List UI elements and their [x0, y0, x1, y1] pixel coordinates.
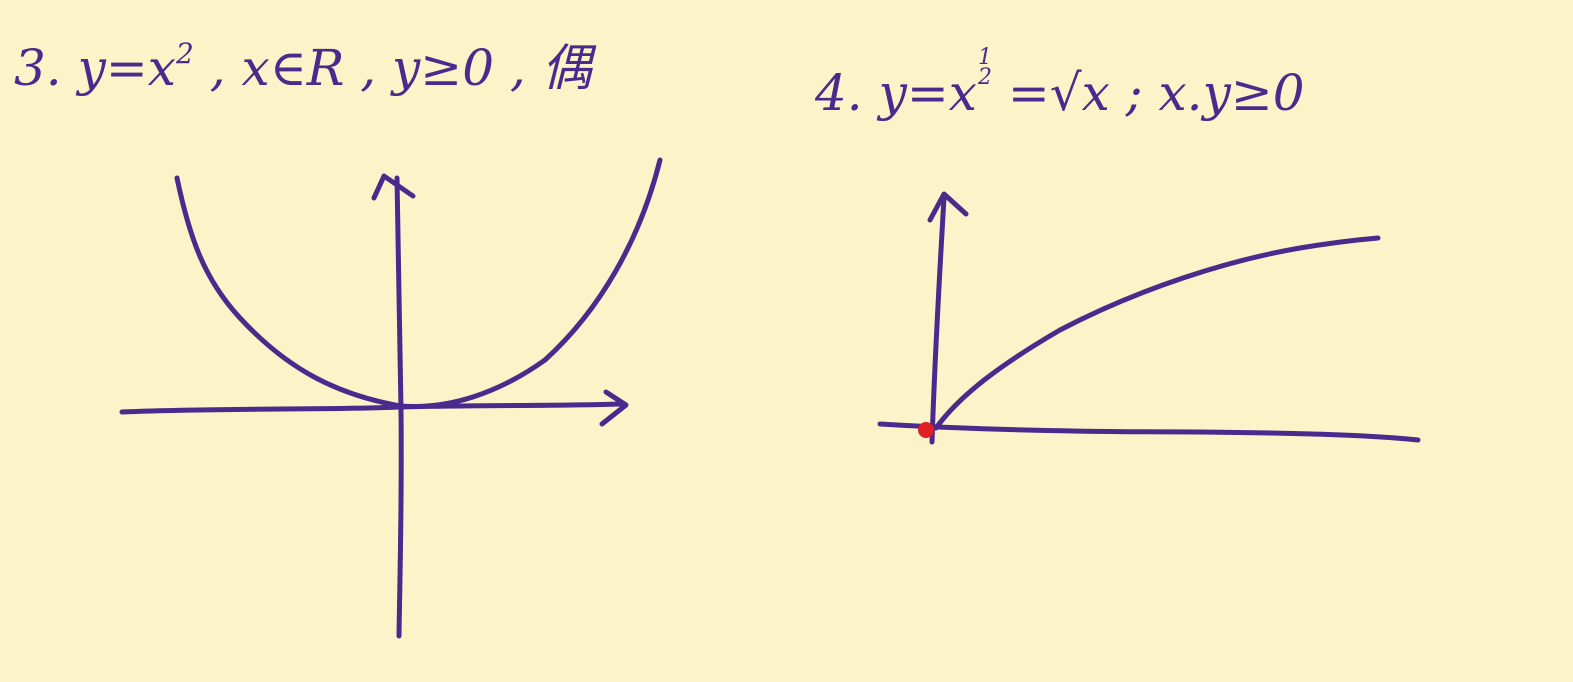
item-3-formula: y=x2 [77, 37, 194, 97]
graph-parabola [119, 157, 663, 639]
item-3-range: , y≥0 [360, 39, 495, 97]
origin-highlight-dot [918, 422, 934, 438]
graph2-x-axis [877, 421, 1421, 443]
item-4-number: 4. [815, 63, 863, 122]
graph-sqrt [877, 191, 1421, 445]
sqrt-curve [933, 235, 1381, 431]
item-3-exponent: 2 [175, 37, 194, 70]
item-3-number: 3. [14, 39, 62, 97]
item-4-root-form: =√x [1007, 63, 1110, 122]
graph1-x-axis-arrowhead [599, 389, 629, 427]
graph2-y-axis [929, 195, 947, 445]
item-3-domain: , x∈R [209, 39, 345, 97]
parabola-curve [174, 157, 663, 410]
graph1-y-axis [394, 175, 404, 639]
item-4-condition: ; x.y≥0 [1125, 63, 1305, 122]
graph2-y-axis-arrowhead [927, 191, 969, 223]
item-3-parity: , 偶 [509, 39, 592, 97]
graph1-y-axis-arrowhead [371, 173, 416, 201]
item-3-heading: 3. y=x2 , x∈R , y≥0 , 偶 [14, 40, 592, 94]
graph1-x-axis [119, 401, 623, 415]
